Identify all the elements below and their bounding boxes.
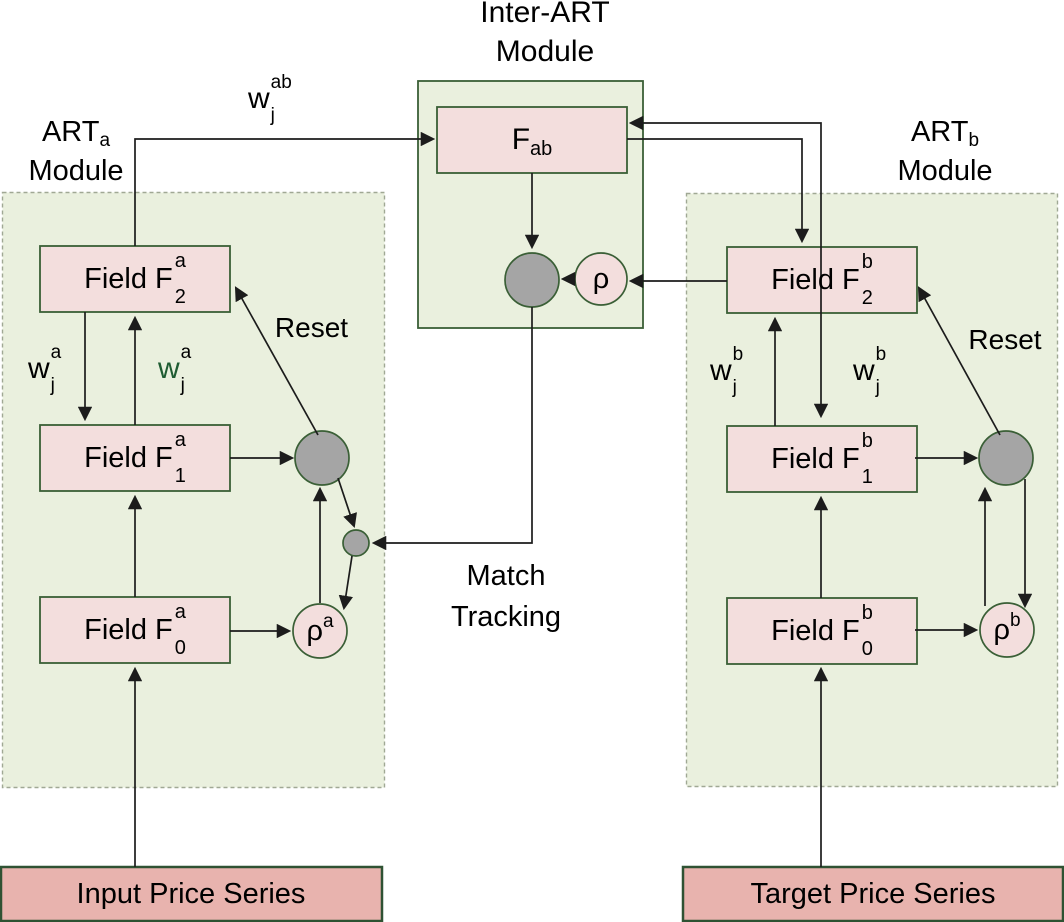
rho-b-label: ρ b [993, 609, 1021, 646]
art-a-title-line2: Module [28, 155, 124, 187]
arrow-reset-a [234, 286, 319, 436]
reset-b-label: Reset [968, 324, 1042, 355]
art-a-title: ARTa Module [0, 117, 152, 187]
match-tracking-line1: Match [466, 560, 546, 592]
match-tracking-line2: Tracking [450, 601, 562, 633]
arrow-gray-to-small [337, 477, 357, 529]
field-f1b-box [726, 425, 918, 493]
w-ab-sup: ab [270, 72, 292, 93]
field-f0b-box [726, 597, 918, 665]
target-price-series-label: Target Price Series [750, 878, 996, 910]
w-ab-label: w ab j [248, 73, 292, 125]
match-tracking-gray-node [342, 529, 370, 557]
art-b-title-base: ART [910, 116, 969, 148]
arrow-small-to-rho-a [338, 555, 354, 611]
inter-art-rho-glyph: ρ [592, 262, 610, 295]
rho-a-label: ρ a [306, 610, 334, 647]
arrow-match-tracking [371, 307, 533, 551]
inter-art-rho-label: ρ [575, 253, 627, 305]
input-price-series-label: Input Price Series [76, 878, 306, 910]
art-a-gray-node [294, 430, 350, 486]
art-b-title-sub: b [968, 130, 980, 151]
rho-b-node [979, 602, 1035, 658]
w-ab-base: w [248, 82, 270, 115]
art-b-gray-node [978, 430, 1034, 486]
fab-base: F [511, 123, 531, 156]
art-b-title: ARTb Module [869, 117, 1021, 187]
field-f0a-box [39, 596, 231, 664]
arrow-f2a-to-fab [134, 131, 436, 246]
arrow-fab-to-f2b [627, 138, 810, 244]
input-price-series-box [0, 865, 384, 922]
art-a-title-sub: a [99, 130, 111, 151]
inter-art-gray-node [504, 252, 560, 308]
fab-sub: ab [530, 138, 553, 160]
w-ab-sub: j [270, 105, 275, 126]
rho-a-node [292, 603, 348, 659]
fab-label: F ab [437, 107, 627, 173]
inter-art-title: Inter-ART Module [395, 0, 695, 71]
reset-a-label: Reset [274, 312, 349, 343]
inter-art-title-line2: Module [495, 35, 595, 68]
arrow-reset-b [917, 286, 1001, 436]
art-a-title-base: ART [41, 116, 100, 148]
field-f2a-box [39, 245, 231, 313]
target-price-series-box [681, 865, 1064, 922]
art-b-title-line2: Module [897, 155, 993, 187]
arrow-f2b-to-fab-and-f1b [628, 115, 829, 419]
inter-art-title-line1: Inter-ART [480, 0, 610, 29]
match-tracking-label: Match Tracking [406, 556, 606, 638]
